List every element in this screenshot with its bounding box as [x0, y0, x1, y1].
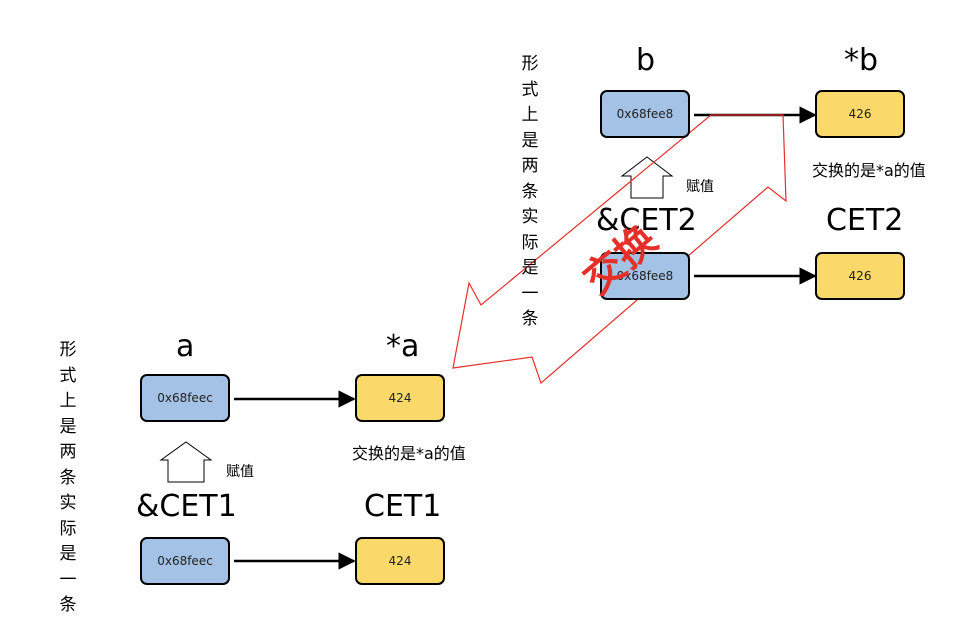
assign-label-left: 赋值: [226, 464, 254, 480]
box-deref-b-value: 426: [815, 90, 905, 138]
label-b: b: [636, 43, 656, 78]
label-cet1: CET1: [364, 489, 442, 524]
assign-arrow-right: [620, 156, 674, 199]
swap-note-left: 交换的是*a的值: [352, 444, 466, 463]
swap-double-arrow: [452, 114, 787, 385]
assign-arrow-left: [159, 441, 213, 483]
box-b-address: 0x68fee8: [600, 90, 690, 138]
swap-note-right: 交换的是*a的值: [812, 161, 926, 180]
assign-label-right: 赋值: [686, 179, 714, 195]
box-a-address: 0x68feec: [140, 374, 230, 422]
label-ref-cet2: &CET2: [596, 203, 697, 238]
box-ref-cet2-address: 0x68fee8: [600, 252, 690, 300]
box-cet1-value: 424: [355, 537, 445, 585]
box-ref-cet1-address: 0x68feec: [140, 537, 230, 585]
label-deref-a: *a: [386, 329, 420, 364]
label-deref-b: *b: [844, 43, 879, 78]
box-cet2-value: 426: [815, 252, 905, 300]
vertical-note-left: 形式上是两条实际是一条: [59, 340, 77, 615]
label-ref-cet1: &CET1: [136, 489, 237, 524]
vertical-note-right: 形式上是两条实际是一条: [521, 54, 539, 329]
box-deref-a-value: 424: [355, 374, 445, 422]
label-cet2: CET2: [826, 203, 904, 238]
label-a: a: [176, 329, 195, 364]
